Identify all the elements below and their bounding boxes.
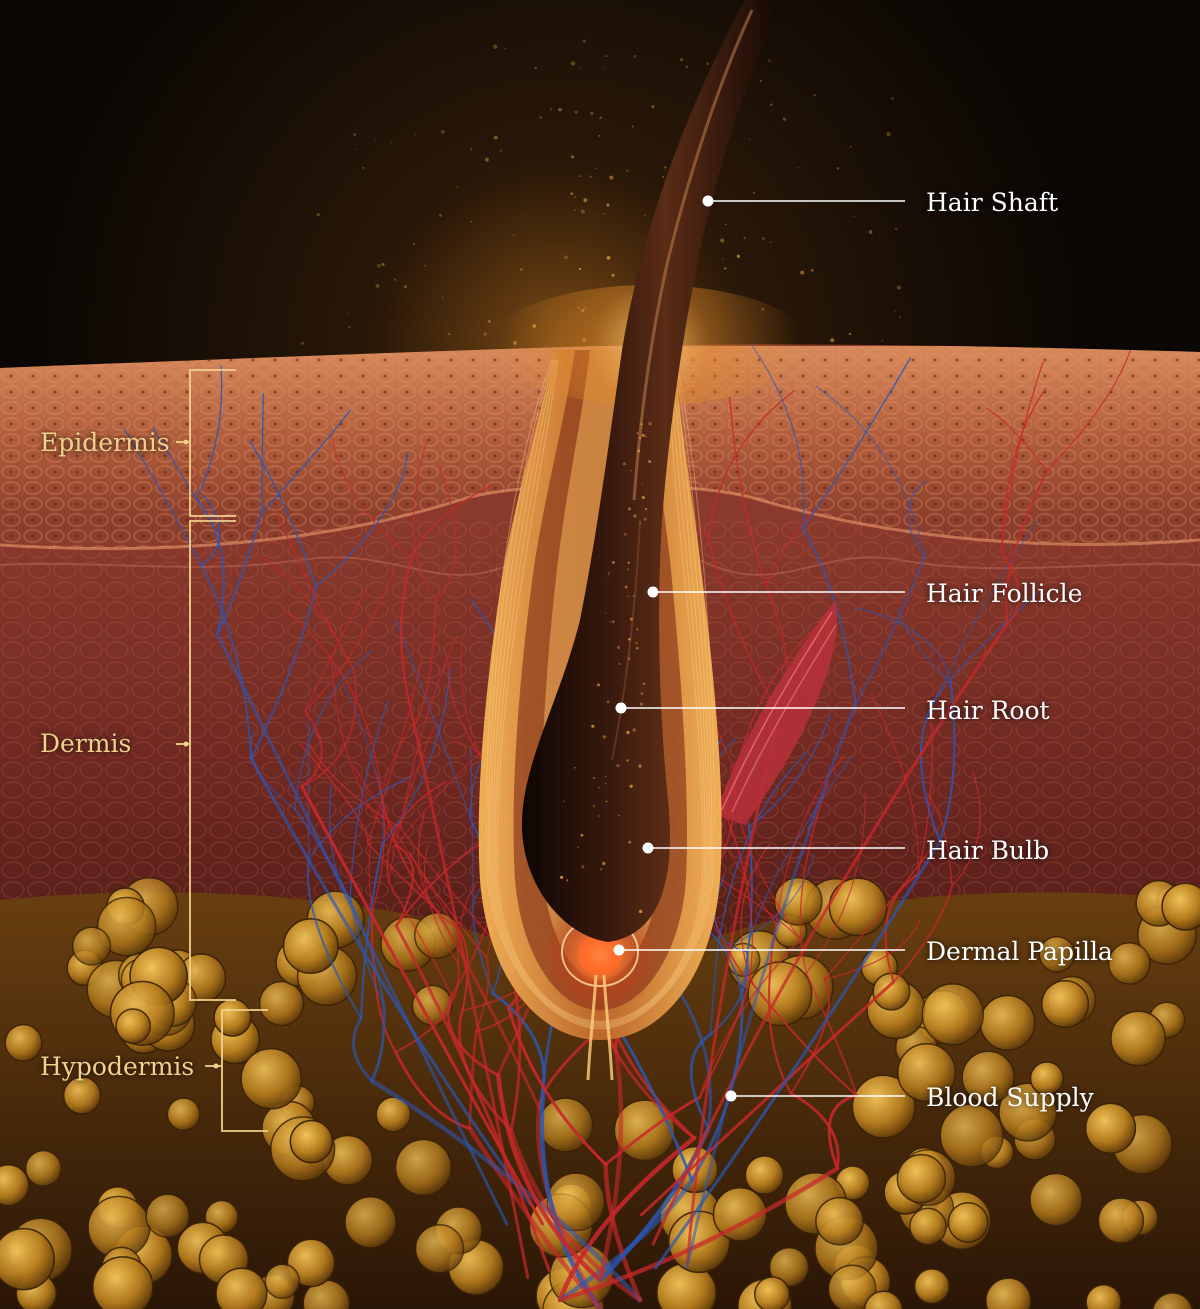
label-hair-root: Hair Root [926,696,1050,725]
label-epidermis: Epidermis [40,428,170,457]
dermal-papilla [578,935,622,975]
label-hair-shaft: Hair Shaft [926,188,1059,217]
hypodermis-bracket [221,1009,268,1132]
fat-cells [0,876,1200,1309]
hair-shaft-and-root [521,0,782,942]
epidermis-bracket [189,369,236,517]
dermis-bracket [189,520,236,1001]
label-hair-bulb: Hair Bulb [926,836,1050,865]
label-dermal-papilla: Dermal Papilla [926,937,1113,966]
label-leader-lines [619,200,905,1097]
arrector-pili-muscle [715,600,838,825]
label-hypodermis: Hypodermis [40,1052,195,1081]
label-hair-follicle: Hair Follicle [926,579,1083,608]
label-anchor-dots [613,195,737,1102]
label-blood-supply: Blood Supply [926,1083,1094,1112]
label-dermis: Dermis [40,729,132,758]
